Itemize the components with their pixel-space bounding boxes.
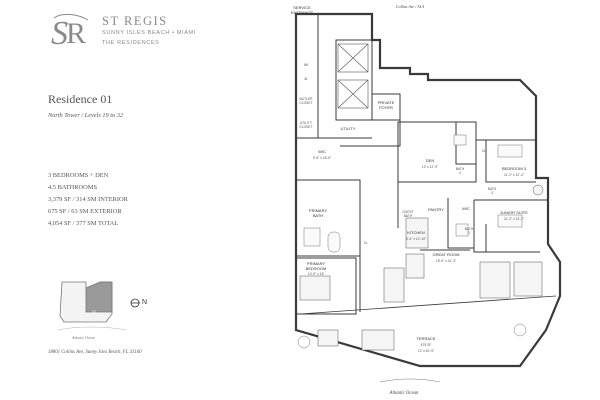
bath-2-label-2: 2 bbox=[468, 231, 470, 235]
kitchen-label: KITCHEN bbox=[407, 230, 425, 235]
closet-label-primary: CL bbox=[364, 241, 368, 245]
floor-plan: Collins Ave / A1A SERVICE ENTRANCE W D B… bbox=[291, 4, 562, 396]
great-room-label: GREAT ROOM bbox=[433, 252, 460, 257]
terrace-dimensions: 12' x 61'-9" bbox=[418, 349, 435, 353]
bedroom-3-label: BEDROOM 3 bbox=[502, 166, 527, 171]
bath-4-label-1: BATH bbox=[456, 167, 465, 171]
spec-interior-area: 3,379 SF / 314 SM INTERIOR bbox=[48, 196, 128, 203]
private-foyer-label-2: FOYER bbox=[379, 105, 393, 110]
exterior-walls bbox=[294, 12, 562, 368]
utility-closet-label-2: CLOSET bbox=[299, 125, 312, 129]
spec-exterior-area: 675 SF / 63 SM EXTERIOR bbox=[48, 208, 122, 215]
primary-bath-label-1: PRIMARY bbox=[309, 208, 327, 213]
primary-bedroom-label-2: BEDROOM bbox=[306, 266, 327, 271]
plant-icons bbox=[297, 323, 527, 349]
street-label: Collins Ave / A1A bbox=[396, 4, 425, 9]
utility-label: UTILITY bbox=[341, 126, 356, 131]
furniture bbox=[299, 184, 544, 351]
service-entrance-label-1: SERVICE bbox=[293, 5, 311, 10]
primary-bath-label-2: BATH bbox=[313, 213, 323, 218]
brand-name: ST REGIS bbox=[102, 14, 168, 28]
terrace-label: TERRACE bbox=[416, 336, 435, 341]
north-arrow-icon bbox=[130, 298, 140, 308]
bedroom-3-dimensions: 11'-2" x 12'-4" bbox=[504, 173, 525, 177]
elevator-shafts bbox=[337, 43, 369, 109]
spec-bedrooms: 3 BEDROOMS + DEN bbox=[48, 172, 109, 179]
great-room-dimensions: 18'-9" x 41'-3" bbox=[436, 259, 457, 263]
primary-bedroom-dimensions: 14'-9" x 18' bbox=[308, 272, 325, 276]
junior-suite-label: JUNIOR SUITE bbox=[500, 210, 528, 215]
interior-walls bbox=[296, 14, 557, 315]
washer-label: W bbox=[304, 62, 308, 67]
closet-label-den: CL bbox=[482, 149, 486, 153]
butler-closet-label-2: CLOSET bbox=[299, 101, 312, 105]
service-entrance-label-2: ENTRANCE bbox=[291, 10, 313, 15]
wic-dimensions: 9'-5" x 18'-5" bbox=[313, 156, 332, 160]
wave-icon bbox=[379, 378, 441, 383]
ocean-label: Atlantic Ocean bbox=[389, 391, 420, 396]
bath-2-label-1: BATH bbox=[465, 227, 474, 231]
pantry-label: PANTRY bbox=[428, 207, 444, 212]
keyplan-ocean-label: Atlantic Ocean bbox=[72, 336, 95, 340]
bath-fixtures bbox=[303, 134, 523, 253]
svg-text:S: S bbox=[51, 15, 68, 50]
spec-bathrooms: 4.5 BATHROOMS bbox=[48, 184, 98, 191]
private-foyer-label-1: PRIVATE bbox=[378, 100, 395, 105]
terrace-area: 675 SF bbox=[421, 343, 432, 347]
brand-subtitle: THE RESIDENCES bbox=[102, 40, 160, 46]
utility-closet-label-1: UTILITY bbox=[300, 121, 313, 125]
brand-location: SUNNY ISLES BEACH • MIAMI bbox=[102, 30, 196, 36]
north-label: N bbox=[142, 299, 148, 306]
den-label: DEN bbox=[426, 158, 435, 163]
bath-3-label-1: BATH bbox=[488, 187, 497, 191]
kitchen-dimensions: 8'-4" x 12'-10" bbox=[406, 237, 427, 241]
junior-suite-dimensions: 11'-2" x 13'-7" bbox=[504, 217, 525, 221]
wic-label: WIC bbox=[318, 149, 326, 154]
guest-bath-label-1: GUEST bbox=[402, 210, 413, 214]
guest-bath-label-2: BATH bbox=[404, 214, 413, 218]
svg-text:R: R bbox=[66, 17, 86, 50]
butler-closet-label-1: BUTLER bbox=[299, 97, 313, 101]
primary-bedroom-label-1: PRIMARY bbox=[307, 261, 325, 266]
st-regis-monogram-logo: S R bbox=[51, 13, 89, 50]
address: 18801 Collins Ave, Sunny Isles Beach, FL… bbox=[48, 350, 142, 355]
den-dimensions: 12' x 12'-9" bbox=[422, 165, 439, 169]
building-keyplan bbox=[57, 281, 127, 331]
residence-title: Residence 01 bbox=[48, 92, 113, 106]
bath-4-label-2: 4 bbox=[459, 171, 461, 175]
spec-total-area: 4,054 SF / 377 SM TOTAL bbox=[48, 220, 119, 227]
dryer-label: D bbox=[305, 76, 308, 81]
wic-2-label: WIC bbox=[462, 206, 470, 211]
unit-01-highlight bbox=[85, 281, 113, 313]
bath-3-label-2: 3 bbox=[491, 191, 493, 195]
keyplan-unit-label: 01 bbox=[92, 309, 97, 314]
residence-tower-levels: North Tower / Levels 19 to 32 bbox=[48, 112, 123, 119]
